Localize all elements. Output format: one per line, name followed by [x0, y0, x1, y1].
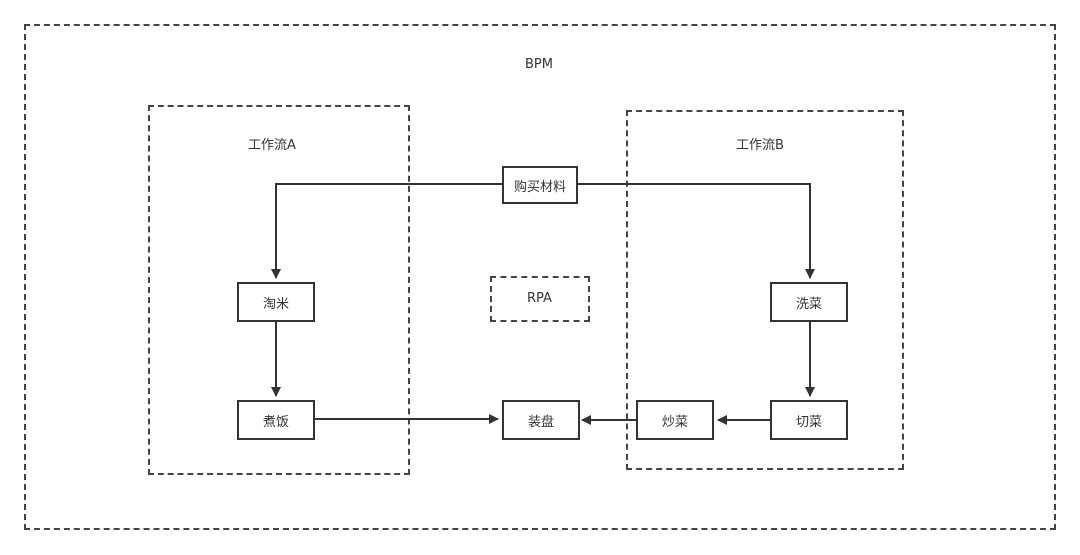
- node-cook-rice[interactable]: 煮饭: [237, 400, 315, 440]
- bpm-label: BPM: [525, 57, 553, 72]
- bpm-container: [24, 24, 1056, 530]
- node-stir-fry[interactable]: 炒菜: [636, 400, 714, 440]
- workflow-a-container: [148, 105, 410, 475]
- workflow-b-label: 工作流B: [736, 138, 784, 153]
- node-wash-veg[interactable]: 洗菜: [770, 282, 848, 322]
- node-wash-rice[interactable]: 淘米: [237, 282, 315, 322]
- rpa-container: [490, 276, 590, 322]
- rpa-label: RPA: [527, 291, 552, 306]
- node-buy-materials[interactable]: 购买材料: [502, 166, 578, 204]
- edge-buy-to-wash-veg: [578, 183, 815, 279]
- workflow-b-container: [626, 110, 904, 470]
- node-plate[interactable]: 装盘: [502, 400, 580, 440]
- workflow-a-label: 工作流A: [248, 138, 296, 153]
- node-cut-veg[interactable]: 切菜: [770, 400, 848, 440]
- edge-buy-to-wash-rice: [271, 183, 502, 279]
